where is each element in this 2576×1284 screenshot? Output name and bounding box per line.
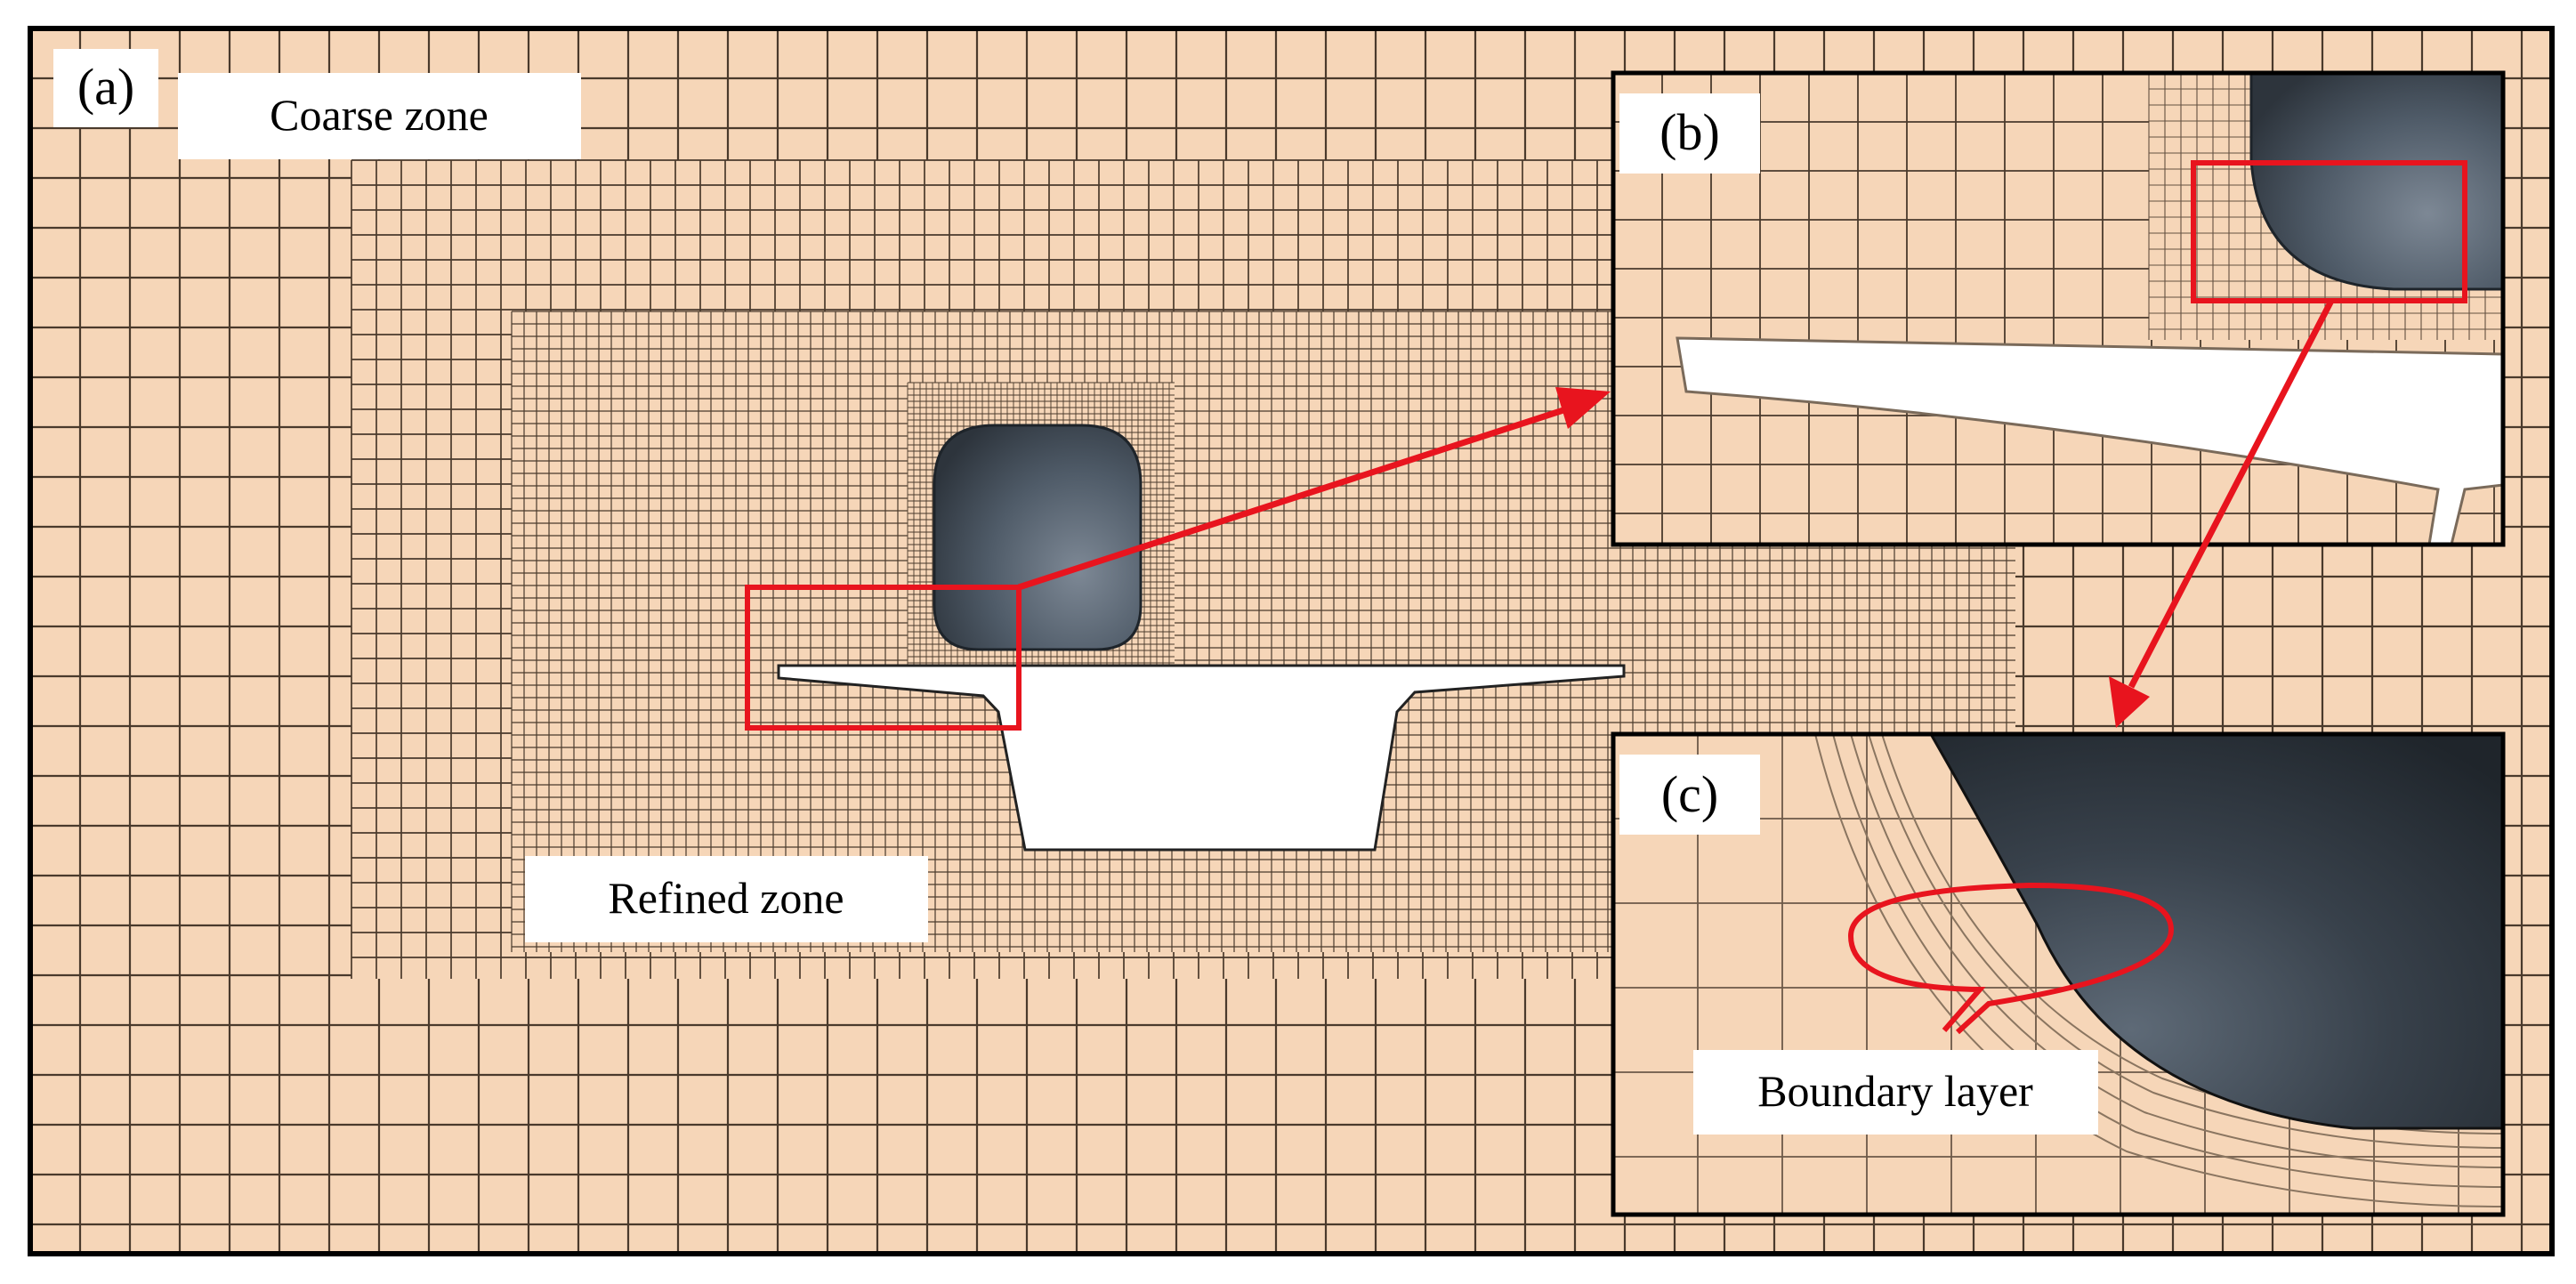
zoom-arrowhead-b <box>1555 387 1611 429</box>
zoom-box-a <box>745 585 1022 731</box>
boundary-layer-text: Boundary layer <box>1757 1066 2033 1116</box>
coarse-zone-text: Coarse zone <box>270 90 489 140</box>
panel-b <box>1613 73 2503 545</box>
vehicle-corner-c <box>1929 734 2503 1130</box>
vehicle-body <box>933 424 1143 651</box>
coarse-zone-label: Coarse zone <box>178 73 581 159</box>
label-a: (a) <box>53 49 158 127</box>
zoom-arrow-to-c <box>2128 299 2335 689</box>
panel-b-border <box>1611 70 2506 547</box>
label-c: (c) <box>1619 755 1760 835</box>
refined-zone-label: Refined zone <box>525 856 928 942</box>
refined-zone-text: Refined zone <box>608 873 844 923</box>
panel-c-border <box>1611 731 2506 1217</box>
figure-frame <box>28 26 2555 1256</box>
boundary-layer-label: Boundary layer <box>1693 1050 2098 1135</box>
boundary-layer-callout <box>1847 882 2175 1035</box>
label-b: (b) <box>1619 93 1760 174</box>
deck-cantilever-b <box>1676 336 2503 545</box>
zoom-arrowhead-c <box>2109 676 2150 728</box>
vehicle-corner-b <box>2249 73 2503 291</box>
panel-label-b: (b) <box>1659 103 1720 161</box>
zoom-arrow-to-b <box>1017 406 1568 591</box>
panel-label-a: (a) <box>77 58 134 116</box>
bridge-deck-section <box>777 664 1626 852</box>
panel-label-c: (c) <box>1661 765 1718 823</box>
